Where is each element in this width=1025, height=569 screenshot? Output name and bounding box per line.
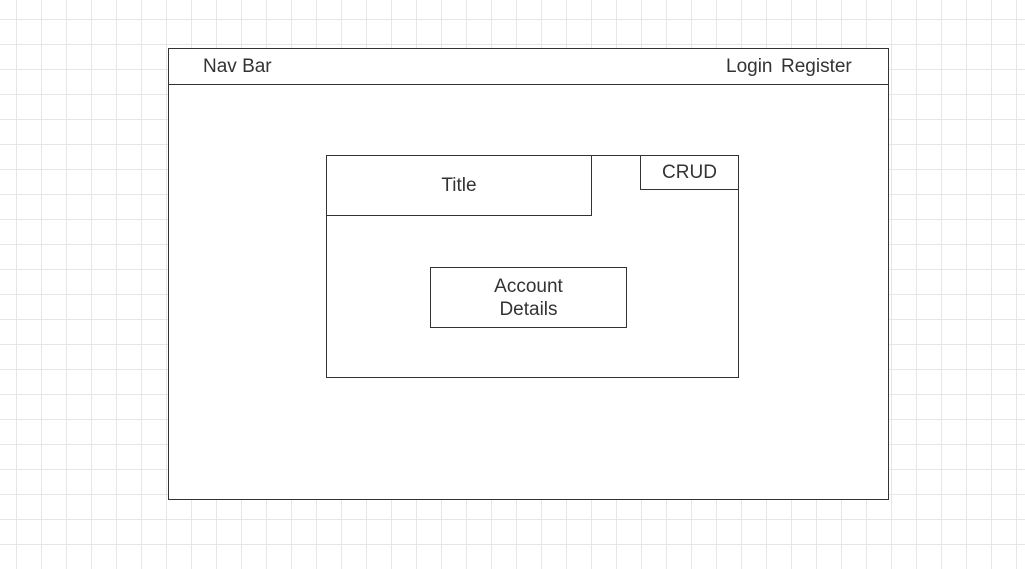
card-title-box: Title xyxy=(326,155,592,216)
crud-button[interactable]: CRUD xyxy=(640,155,739,190)
card-title: Title xyxy=(441,174,477,196)
crud-label: CRUD xyxy=(662,161,717,183)
account-details-box: Account Details xyxy=(430,267,627,328)
register-link[interactable]: Register xyxy=(781,56,852,77)
nav-bar xyxy=(168,48,889,85)
login-link[interactable]: Login xyxy=(726,56,773,77)
nav-bar-title: Nav Bar xyxy=(203,56,272,77)
account-details-label: Account Details xyxy=(494,275,563,320)
